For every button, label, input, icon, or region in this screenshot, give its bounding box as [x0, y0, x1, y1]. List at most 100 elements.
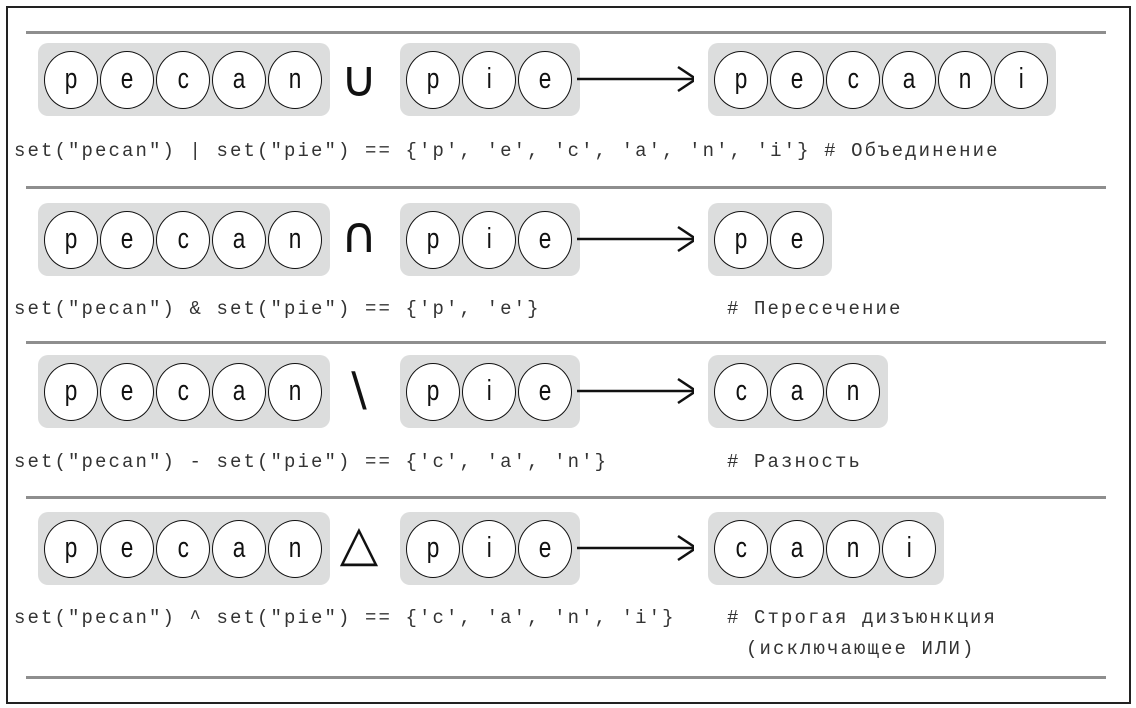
element-letter: e — [538, 223, 552, 255]
element-letter: p — [64, 63, 78, 95]
element-circle: e — [770, 50, 824, 109]
element-circle: p — [714, 210, 768, 269]
element-letter: p — [426, 63, 440, 95]
element-circle: e — [100, 50, 154, 109]
element-letter: e — [538, 532, 552, 564]
element-circle: c — [714, 519, 768, 578]
element-circle: c — [714, 362, 768, 421]
element-letter: a — [902, 63, 916, 95]
element-letter: p — [734, 63, 748, 95]
element-letter: i — [1018, 63, 1024, 95]
element-circle: e — [100, 362, 154, 421]
element-letter: n — [846, 532, 860, 564]
arrow-right-icon — [577, 225, 694, 253]
element-circle: a — [882, 50, 936, 109]
element-circle: a — [212, 519, 266, 578]
element-circle: p — [406, 210, 460, 269]
divider — [26, 496, 1106, 499]
element-circle: e — [518, 210, 572, 269]
element-letter: p — [64, 532, 78, 564]
code-comment: # Строгая дизъюнкция — [727, 607, 998, 629]
element-letter: e — [790, 223, 804, 255]
symmetric-difference-operator: △ — [339, 514, 379, 572]
element-letter: e — [538, 375, 552, 407]
element-circle: e — [770, 210, 824, 269]
element-circle: p — [44, 519, 98, 578]
element-letter: c — [177, 532, 189, 564]
element-circle: p — [406, 519, 460, 578]
arrow-right-icon — [577, 377, 694, 405]
element-letter: e — [120, 63, 134, 95]
element-letter: e — [538, 63, 552, 95]
element-letter: c — [735, 532, 747, 564]
element-circle: c — [156, 50, 210, 109]
element-circle: i — [994, 50, 1048, 109]
element-letter: a — [232, 63, 246, 95]
element-letter: a — [232, 223, 246, 255]
element-letter: c — [177, 63, 189, 95]
element-circle: i — [882, 519, 936, 578]
code-comment: # Разность — [727, 451, 863, 473]
element-circle: c — [156, 362, 210, 421]
element-circle: c — [156, 210, 210, 269]
element-circle: a — [770, 519, 824, 578]
element-letter: i — [486, 223, 492, 255]
element-circle: p — [406, 50, 460, 109]
element-circle: n — [268, 362, 322, 421]
code-expression: set("pecan") ^ set("pie") == {'c', 'a', … — [14, 607, 676, 629]
divider — [26, 341, 1106, 344]
element-circle: e — [518, 50, 572, 109]
element-circle: e — [100, 210, 154, 269]
element-letter: a — [232, 532, 246, 564]
element-circle: a — [212, 210, 266, 269]
element-letter: n — [288, 375, 302, 407]
element-circle: i — [462, 362, 516, 421]
element-circle: i — [462, 519, 516, 578]
element-letter: c — [177, 375, 189, 407]
code-line: set("pecan") | set("pie") == {'p', 'e', … — [14, 140, 1000, 162]
element-letter: n — [288, 532, 302, 564]
element-letter: i — [906, 532, 912, 564]
element-letter: n — [288, 223, 302, 255]
code-expression: set("pecan") & set("pie") == {'p', 'e'} — [14, 298, 541, 320]
element-circle: p — [44, 362, 98, 421]
code-expression: set("pecan") | set("pie") == {'p', 'e', … — [14, 140, 811, 162]
element-circle: n — [826, 519, 880, 578]
element-circle: i — [462, 50, 516, 109]
element-letter: p — [426, 223, 440, 255]
element-circle: a — [770, 362, 824, 421]
element-letter: n — [288, 63, 302, 95]
code-comment-continued: (исключающее ИЛИ) — [746, 638, 976, 660]
difference-operator: \ — [351, 362, 367, 416]
diagram-border — [6, 6, 1131, 704]
code-expression: set("pecan") - set("pie") == {'c', 'a', … — [14, 451, 609, 473]
element-circle: c — [156, 519, 210, 578]
code-comment: # Объединение — [824, 140, 1000, 162]
element-letter: c — [177, 223, 189, 255]
element-letter: e — [120, 375, 134, 407]
element-letter: p — [426, 375, 440, 407]
element-letter: e — [790, 63, 804, 95]
element-letter: a — [232, 375, 246, 407]
element-letter: n — [846, 375, 860, 407]
element-circle: n — [938, 50, 992, 109]
element-letter: p — [426, 532, 440, 564]
element-letter: n — [958, 63, 972, 95]
element-letter: p — [64, 223, 78, 255]
element-letter: i — [486, 63, 492, 95]
element-circle: n — [268, 210, 322, 269]
divider — [26, 31, 1106, 34]
element-circle: i — [462, 210, 516, 269]
arrow-right-icon — [577, 534, 694, 562]
